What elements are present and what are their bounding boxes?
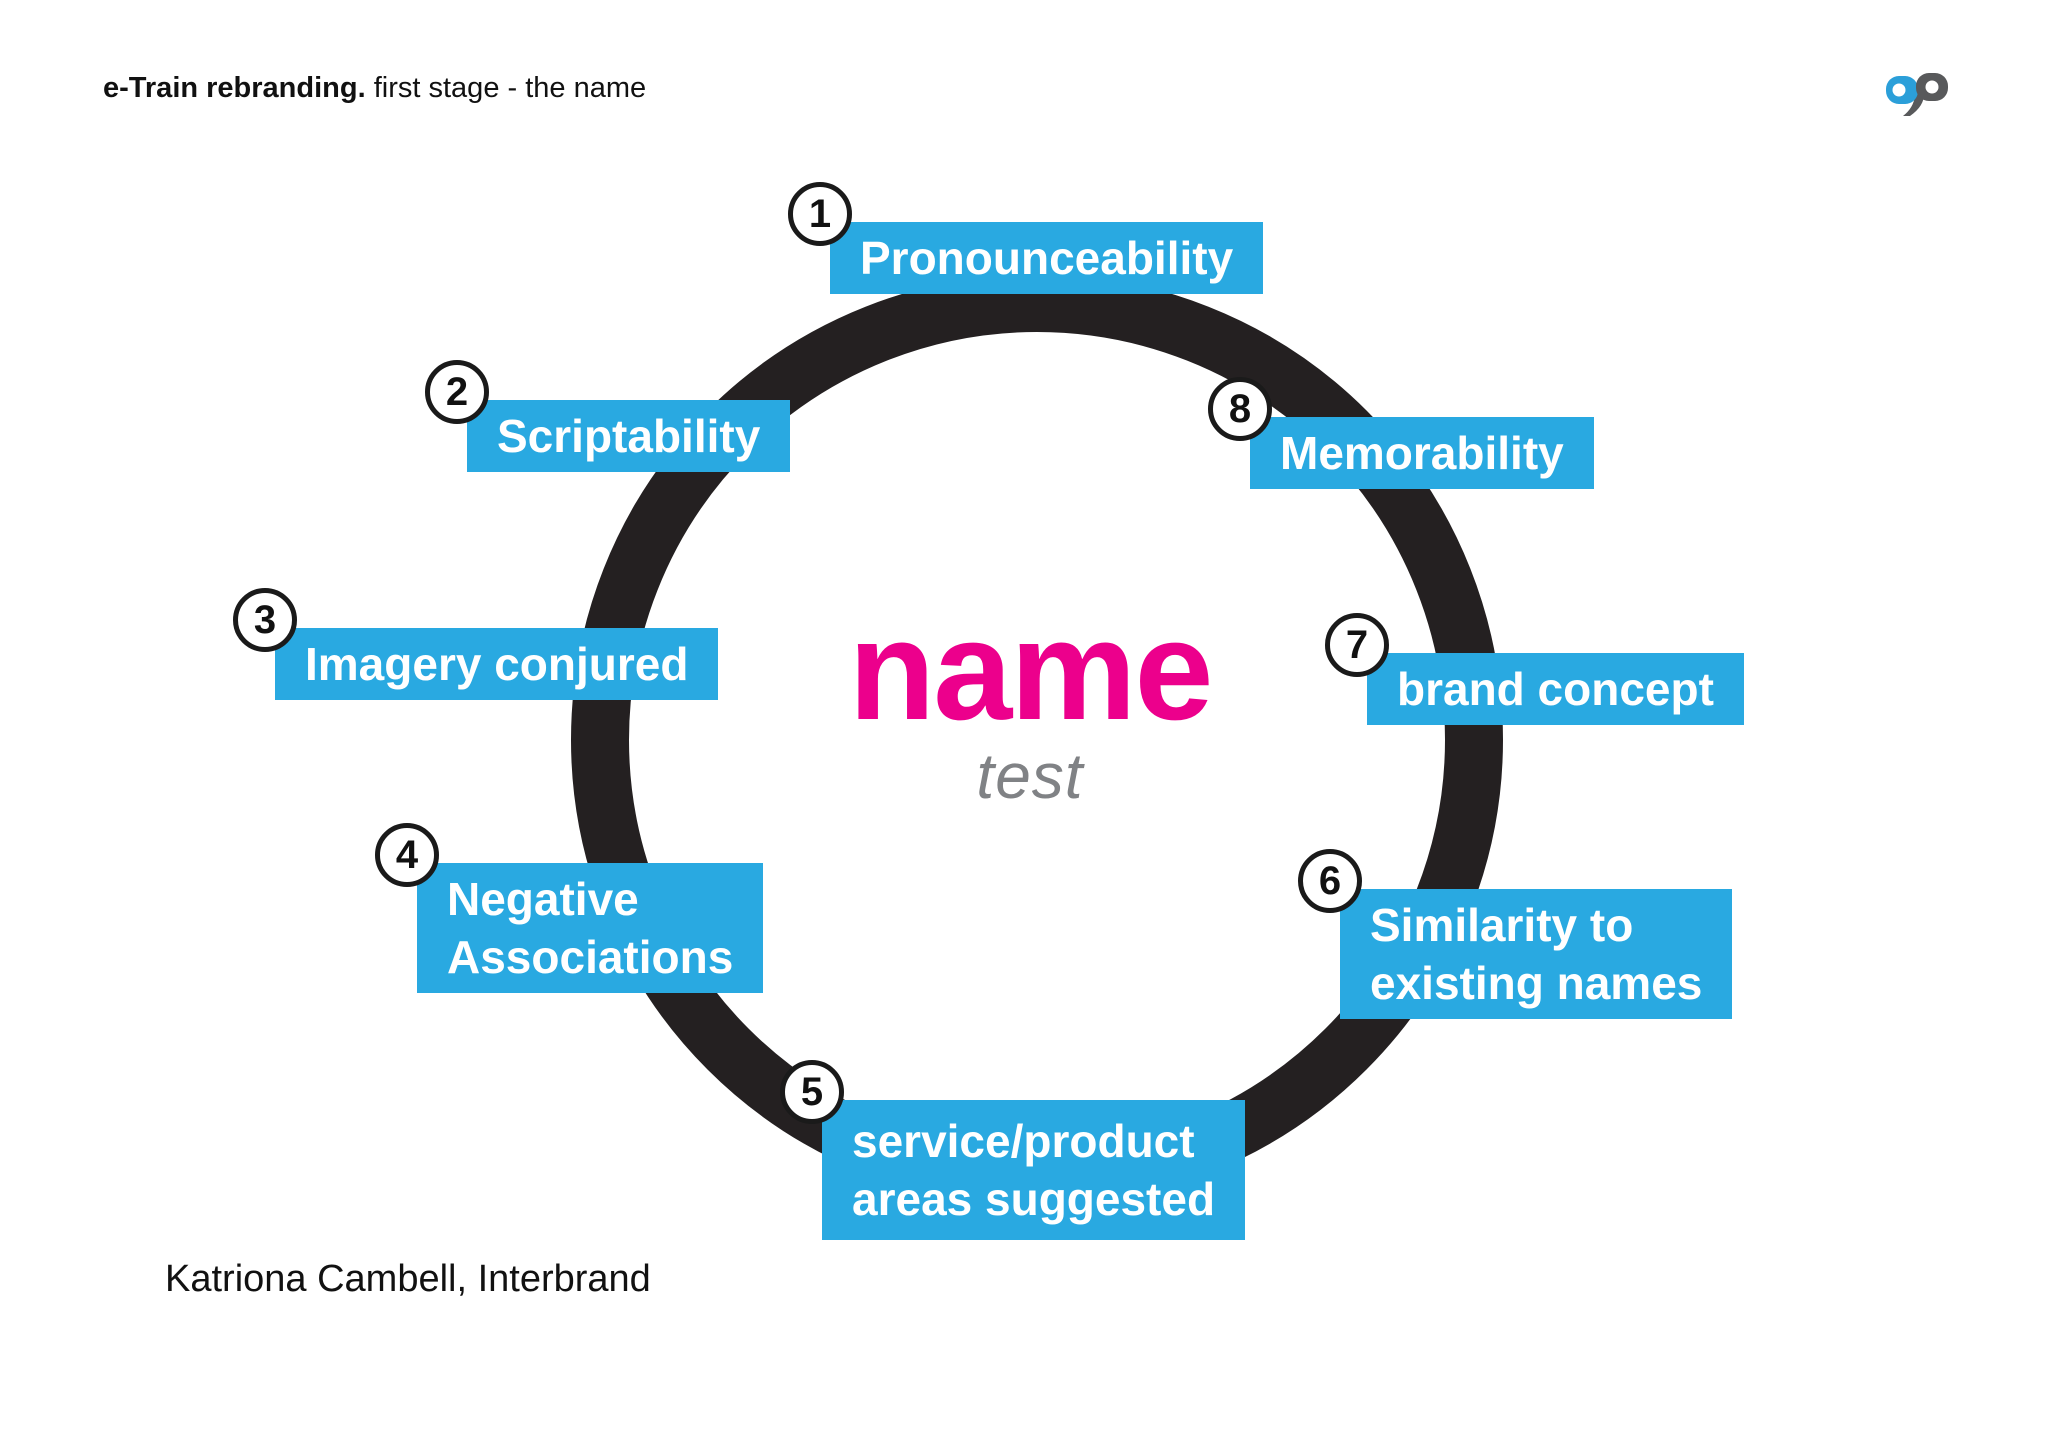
number-badge-8: 8: [1208, 377, 1272, 441]
criterion-label: Scriptability: [497, 410, 761, 462]
test-subtitle: test: [976, 740, 1084, 812]
number-badge-5: 5: [780, 1060, 844, 1124]
criterion-scriptability: 2 Scriptability: [425, 360, 791, 472]
criterion-service-product-areas: 5 service/product areas suggested: [780, 1060, 1246, 1240]
criterion-label: Negative Associations: [447, 873, 734, 983]
page-title: e-Train rebranding. first stage - the na…: [103, 72, 646, 105]
criterion-label: service/product areas suggested: [852, 1115, 1216, 1225]
criterion-imagery-conjured: 3 Imagery conjured: [233, 588, 719, 700]
criterion-memorability: 8 Memorability: [1208, 377, 1594, 489]
attribution: Katriona Cambell, Interbrand: [165, 1258, 651, 1300]
criterion-label: Similarity to existing names: [1370, 899, 1703, 1009]
ap-logo-icon: [1886, 73, 1948, 116]
number-badge-1: 1: [788, 182, 852, 246]
criterion-label: brand concept: [1397, 663, 1714, 715]
title-stage: first stage - the name: [365, 72, 647, 104]
title-project: e-Train rebranding.: [103, 72, 366, 104]
criterion-label: Pronounceability: [860, 232, 1234, 284]
criterion-negative-associations: 4 Negative Associations: [375, 823, 764, 993]
number-badge-2: 2: [425, 360, 489, 424]
criterion-label: Imagery conjured: [305, 638, 689, 690]
number-badge-6: 6: [1298, 849, 1362, 913]
criterion-brand-concept: 7 brand concept: [1325, 613, 1744, 725]
criterion-similarity-existing-names: 6 Similarity to existing names: [1298, 849, 1733, 1019]
name-title: name: [848, 591, 1214, 750]
criterion-label: Memorability: [1280, 427, 1564, 479]
center-label: name test: [848, 591, 1214, 812]
criterion-pronounceability: 1 Pronounceability: [788, 182, 1264, 294]
number-badge-7: 7: [1325, 613, 1389, 677]
number-badge-4: 4: [375, 823, 439, 887]
number-badge-3: 3: [233, 588, 297, 652]
